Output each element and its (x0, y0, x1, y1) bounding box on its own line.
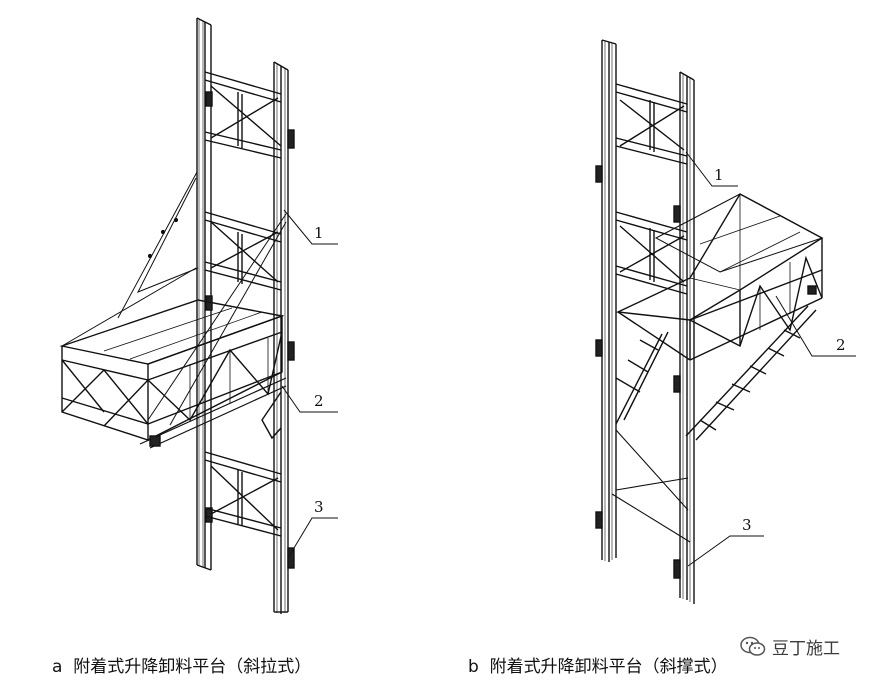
figure-b-middle-truss (615, 211, 688, 295)
figure-b-caption-text: 附着式升降卸料平台（斜撑式） (489, 657, 728, 677)
figure-a-caption: a 附着式升降卸料平台（斜拉式） (52, 652, 311, 677)
figure-b-struts (611, 305, 817, 543)
figure-a-middle-truss (204, 211, 282, 291)
watermark: 豆丁施工 (740, 634, 840, 659)
callout-leader-2 (775, 295, 856, 357)
callout-label-3: 3 (314, 498, 324, 516)
figure-a-caption-letter: a (52, 657, 63, 677)
callout-leader-1 (685, 151, 738, 187)
figure-b-platform (615, 193, 824, 361)
figure-b-front-mast (673, 71, 695, 604)
figure-a-front-mast (205, 61, 295, 614)
figure-b-upper-truss (615, 83, 688, 165)
figure-b-caption-letter: b (468, 657, 479, 677)
figure-a-cable-stayed-platform: 1 2 3 (59, 17, 338, 614)
callout-label-1: 1 (314, 224, 324, 242)
callout-label-1: 1 (714, 166, 724, 184)
watermark-text: 豆丁施工 (772, 639, 840, 659)
figure-a-stay-cables (61, 171, 287, 426)
callout-label-3: 3 (742, 516, 752, 534)
figure-b-back-mast (595, 39, 617, 562)
callout-leader-2 (281, 385, 338, 413)
figure-a-platform (59, 299, 287, 449)
figure-a-callouts (281, 209, 338, 559)
figure-a-caption-text: 附着式升降卸料平台（斜拉式） (73, 657, 312, 677)
figure-b-caption: b 附着式升降卸料平台（斜撑式） (468, 652, 728, 677)
figure-a-upper-truss (204, 71, 282, 159)
figure-a-lower-truss (204, 451, 282, 537)
figure-b-callouts (685, 151, 856, 567)
callout-leader-1 (283, 209, 338, 245)
callout-label-2: 2 (836, 336, 846, 354)
wechat-icon (740, 636, 766, 658)
callout-leader-3 (287, 517, 338, 559)
callout-leader-3 (687, 535, 764, 567)
figure-b-strut-supported-platform: 1 2 3 (595, 39, 856, 604)
callout-label-2: 2 (314, 392, 324, 410)
